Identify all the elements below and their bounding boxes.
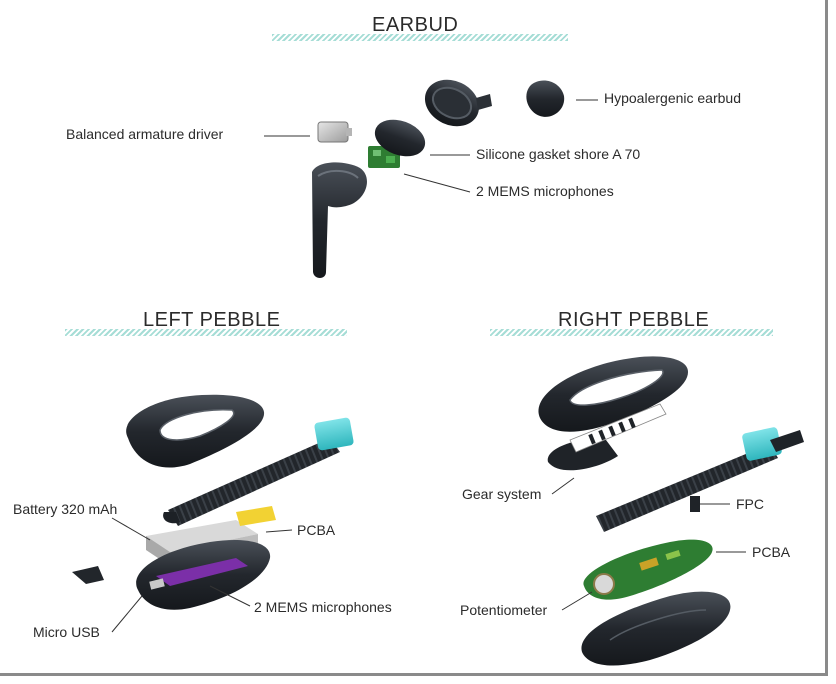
gear-system-label: Gear system — [462, 486, 542, 502]
left-pebble-base — [136, 539, 271, 610]
fpc-label: FPC — [736, 496, 764, 512]
right-pebble-top-cover — [538, 356, 688, 432]
balanced-armature-driver-label: Balanced armature driver — [66, 126, 224, 142]
potentiometer-label: Potentiometer — [460, 602, 548, 618]
micro-usb-cover — [72, 566, 104, 584]
silicone-gasket-label: Silicone gasket shore A 70 — [476, 146, 641, 162]
earbud-heading-underline — [272, 34, 568, 41]
left-pebble-leader-lines — [111, 517, 293, 633]
earbud-stem-body — [312, 162, 367, 278]
micro-usb-label: Micro USB — [33, 624, 100, 640]
hypoalergenic-earbud-label: Hypoalergenic earbud — [604, 90, 741, 106]
right-pebble-leader-lines — [551, 477, 746, 611]
earbud-heading: EARBUD — [372, 14, 459, 36]
right-pcba-label: PCBA — [752, 544, 791, 560]
hypoalergenic-earbud-tip — [526, 80, 565, 117]
left-pcba-label: PCBA — [297, 522, 336, 538]
earbud-leader-lines — [264, 99, 598, 193]
earbud-shell — [424, 79, 492, 127]
image-frame — [0, 0, 828, 676]
right-pebble-pcba — [583, 539, 713, 600]
earbud-mems-label: 2 MEMS microphones — [476, 183, 614, 199]
silicone-gasket — [374, 119, 426, 157]
left-pebble-heading: LEFT PEBBLE — [143, 309, 281, 331]
left-pebble-heading-underline — [65, 329, 347, 336]
right-pebble-heading: RIGHT PEBBLE — [558, 309, 710, 331]
right-pebble-heading-underline — [490, 329, 773, 336]
battery-label: Battery 320 mAh — [13, 501, 118, 517]
left-pebble-top-cover — [126, 394, 265, 468]
left-mems-label: 2 MEMS microphones — [254, 599, 392, 615]
left-pebble-strap — [163, 417, 354, 526]
right-pebble-gear-system — [547, 403, 667, 471]
balanced-armature-driver — [317, 121, 352, 143]
right-pebble-base — [581, 591, 731, 666]
right-pebble-strap — [596, 427, 804, 532]
